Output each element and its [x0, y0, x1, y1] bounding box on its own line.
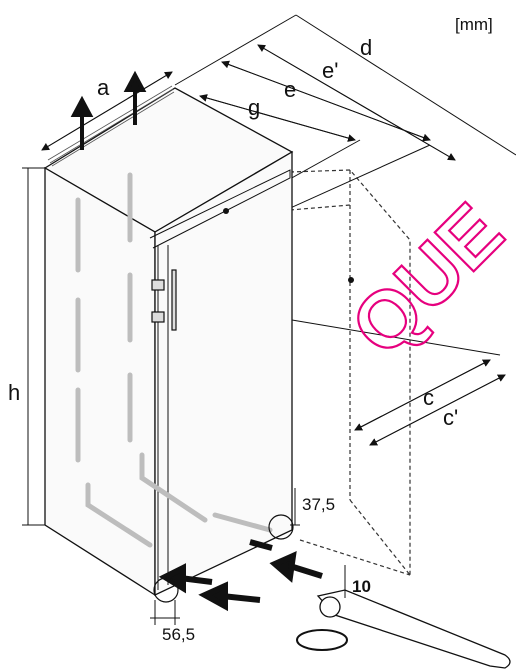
rotation-arrow — [296, 629, 348, 651]
door-handle-knob — [223, 208, 229, 214]
units-label: [mm] — [455, 15, 493, 34]
wrench-tool — [316, 589, 511, 669]
label-37-5: 37,5 — [302, 495, 335, 514]
airflow-arrows — [75, 172, 273, 548]
door-outline — [149, 169, 291, 590]
wall-anchor-point — [348, 277, 354, 283]
label-wrench-size: 10 — [352, 577, 371, 596]
refrigerator-body — [43, 87, 294, 597]
label-g: g — [248, 95, 260, 120]
door-hinges — [151, 269, 177, 331]
dimension-c — [291, 319, 506, 446]
dimension-h — [22, 167, 45, 526]
label-e-prime: e' — [322, 58, 338, 83]
dimension-37-5 — [290, 488, 300, 526]
watermark-text: QUE — [334, 187, 516, 373]
label-e: e — [284, 77, 296, 102]
dimension-56-5 — [150, 600, 180, 625]
label-h: h — [8, 380, 20, 405]
adjustable-feet — [153, 514, 294, 603]
label-c-prime: c' — [443, 405, 458, 430]
intake-arrows — [158, 539, 323, 612]
label-56-5: 56,5 — [162, 625, 195, 644]
wall-niche — [289, 169, 411, 576]
label-a: a — [97, 75, 110, 100]
label-d: d — [360, 35, 372, 60]
exhaust-arrows — [70, 70, 147, 150]
label-c: c — [423, 385, 434, 410]
top-grille — [47, 85, 175, 167]
